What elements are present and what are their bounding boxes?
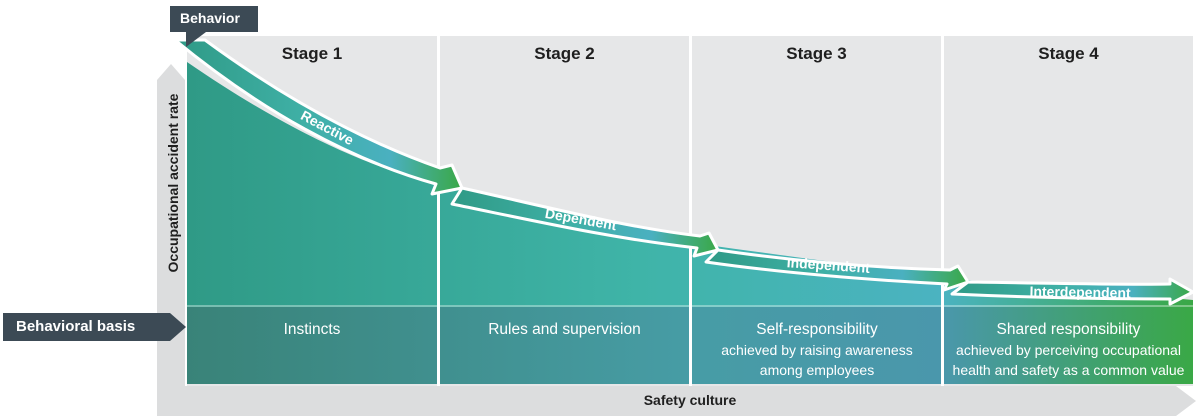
behavior-arrows — [173, 38, 1195, 306]
basis-stage-2: Rules and supervision — [440, 320, 689, 340]
arrow-dependent — [450, 186, 720, 258]
divider-1 — [437, 36, 440, 386]
basis-stage-1: Instincts — [187, 320, 437, 340]
basis-stage-4: Shared responsibility achieved by percei… — [944, 320, 1193, 380]
y-axis-label: Occupational accident rate — [160, 60, 185, 305]
arrow-independent — [704, 248, 970, 292]
basis-tag-shape — [3, 313, 186, 341]
y-axis-label-text: Occupational accident rate — [164, 93, 181, 272]
stage-1-title: Stage 1 — [281, 44, 343, 63]
basis-main-2: Rules and supervision — [488, 321, 641, 338]
stage-3-title: Stage 3 — [786, 44, 847, 63]
behavior-label-4: Interdependent — [1029, 283, 1131, 301]
basis-main-1: Instincts — [283, 321, 341, 338]
arrow-interdependent — [950, 277, 1195, 306]
divider-2 — [689, 36, 692, 386]
basis-main-3: Self-responsibility — [756, 321, 878, 338]
behavior-tag: Behavior — [180, 10, 240, 26]
basis-top-line — [187, 305, 1193, 307]
behavior-tag-shape — [170, 6, 258, 47]
basis-sub-4: achieved by perceiving occupational heal… — [952, 342, 1185, 378]
stage-2-title: Stage 2 — [534, 44, 595, 63]
basis-main-4: Shared responsibility — [996, 321, 1141, 338]
behavioral-basis-tag: Behavioral basis — [16, 318, 136, 335]
x-axis-arrow — [157, 386, 1196, 416]
x-axis-label: Safety culture — [643, 392, 737, 408]
stage-4-title: Stage 4 — [1038, 44, 1099, 63]
basis-stage-3: Self-responsibility achieved by raising … — [708, 320, 926, 380]
y-axis-arrow — [157, 64, 185, 386]
divider-3 — [941, 36, 944, 386]
basis-sub-3: achieved by raising awareness among empl… — [721, 342, 913, 378]
behavior-label-3: Independent — [786, 254, 870, 276]
